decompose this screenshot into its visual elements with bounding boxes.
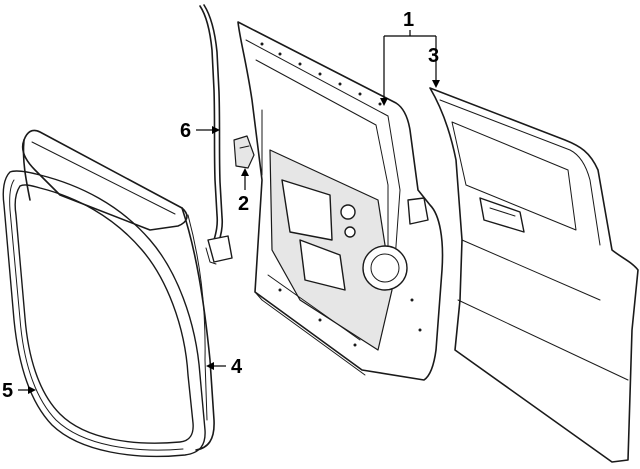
callout-5: 5 bbox=[2, 380, 13, 402]
leader-lines bbox=[18, 30, 440, 394]
bracket bbox=[233, 135, 255, 169]
weatherstrip-inner bbox=[21, 129, 215, 451]
callout-3: 3 bbox=[428, 45, 439, 67]
door-inner-frame bbox=[237, 21, 444, 381]
callout-2: 2 bbox=[238, 193, 249, 215]
wire-harness bbox=[199, 4, 233, 265]
weatherstrip-outer bbox=[2, 170, 206, 458]
callout-6: 6 bbox=[180, 120, 191, 142]
callout-4: 4 bbox=[231, 356, 243, 378]
door-outer-shell bbox=[429, 87, 639, 463]
callout-1: 1 bbox=[403, 9, 414, 31]
